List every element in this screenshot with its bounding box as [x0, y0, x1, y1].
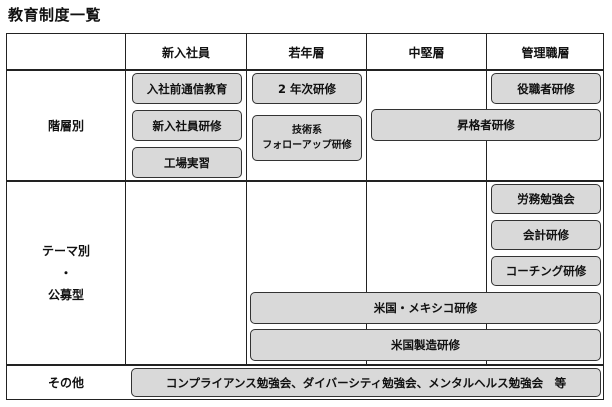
- column-header-jakunen: 若年層: [288, 45, 325, 60]
- page-title: 教育制度一覧: [8, 6, 102, 24]
- program-other-study: コンプライアンス勉強会、ダイバーシティ勉強会、メンタルヘルス勉強会 等: [131, 368, 601, 397]
- program-label: 入社前通信教育: [146, 81, 228, 96]
- program-nyusha-tsushin: 入社前通信教育: [132, 73, 242, 104]
- program-kaikei: 会計研修: [491, 220, 601, 250]
- training-table: [6, 33, 604, 400]
- program-label: 工場実習: [164, 155, 210, 170]
- program-bei-mexico: 米国・メキシコ研修: [250, 292, 601, 324]
- row-header-kaisou: 階層別: [7, 71, 125, 180]
- col-divider-jakunen: [366, 33, 367, 365]
- row-header-theme: テーマ別 ・ 公募型: [7, 182, 125, 364]
- program-label: コンプライアンス勉強会、ダイバーシティ勉強会、メンタルヘルス勉強会 等: [165, 375, 567, 390]
- program-label: 新入社員研修: [152, 118, 222, 133]
- col-divider-chuken: [486, 33, 487, 365]
- program-gijutsu-followup: 技術系 フォローアップ研修: [252, 115, 362, 161]
- column-header-chuken: 中堅層: [408, 45, 445, 60]
- header-divider: [6, 69, 604, 71]
- program-kojo-jisshu: 工場実習: [132, 147, 242, 178]
- program-label: フォローアップ研修: [262, 140, 352, 151]
- program-label: 会計研修: [523, 228, 569, 242]
- column-header-shinnyu: 新入社員: [161, 45, 210, 60]
- row-label-theme: テーマ別: [41, 244, 90, 258]
- row-label-kaisou: 階層別: [47, 118, 84, 133]
- program-label: 労務勉強会: [517, 192, 575, 206]
- program-label: コーチング研修: [505, 264, 587, 278]
- program-yakushoku: 役職者研修: [491, 73, 601, 104]
- row-header-other: その他: [7, 366, 125, 400]
- program-label: 2 年次研修: [277, 81, 336, 96]
- program-label: 技術系: [292, 125, 322, 136]
- program-ninen-kenshu: 2 年次研修: [252, 73, 362, 104]
- col-divider-label: [125, 33, 126, 365]
- col-divider-shinnyu: [246, 33, 247, 365]
- program-shokaku: 昇格者研修: [371, 109, 601, 141]
- program-label: 米国製造研修: [391, 338, 460, 352]
- program-romu: 労務勉強会: [491, 184, 601, 214]
- row-divider-kaisou: [6, 180, 604, 182]
- program-coaching: コーチング研修: [491, 256, 601, 286]
- program-bei-seizo: 米国製造研修: [250, 329, 601, 361]
- row-label-other: その他: [47, 376, 84, 390]
- program-label: 昇格者研修: [457, 118, 515, 132]
- program-label: 米国・メキシコ研修: [373, 301, 478, 315]
- row-label-dot: ・: [59, 266, 72, 280]
- row-label-koubo: 公募型: [47, 288, 84, 302]
- program-label: 役職者研修: [517, 81, 575, 96]
- row-divider-theme: [6, 364, 604, 366]
- column-header-kanri: 管理職層: [521, 45, 570, 60]
- program-shinnyu-kenshu: 新入社員研修: [132, 110, 242, 141]
